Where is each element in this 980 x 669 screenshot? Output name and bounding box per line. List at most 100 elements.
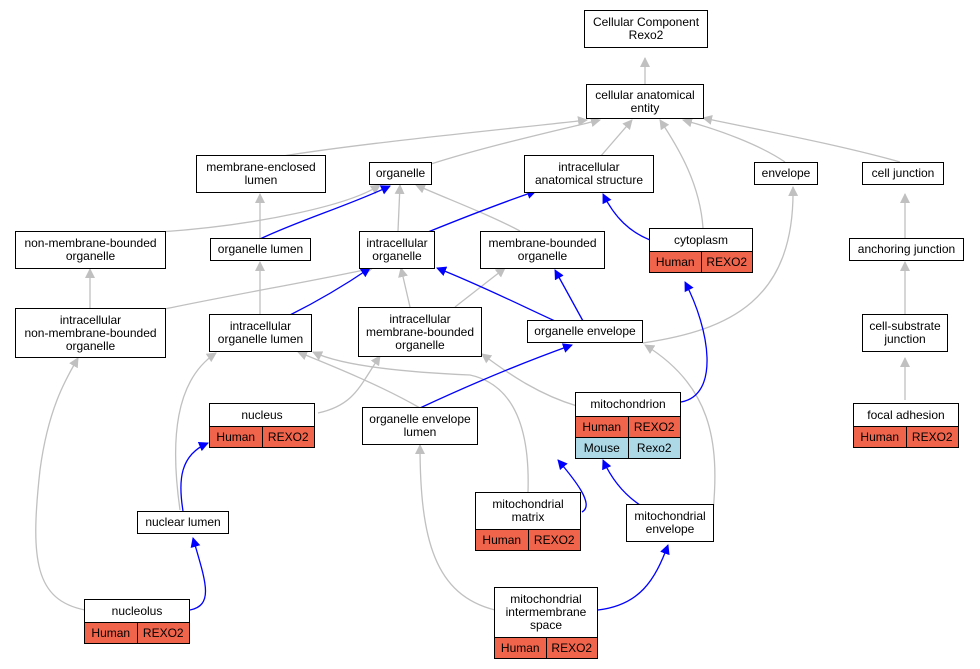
species-cell: Human: [854, 427, 906, 447]
edge-mis-oel: [415, 444, 496, 611]
edge-cyto-cae: [659, 119, 704, 229]
edge-mm-mito: [557, 459, 587, 513]
human-annotation-row: Human REXO2: [650, 251, 752, 272]
edge-oe-env: [642, 186, 799, 344]
node-label: organelle lumen: [217, 242, 304, 256]
node-label: organelle: [375, 166, 426, 180]
node-organelle-lumen[interactable]: organelle lumen: [210, 238, 311, 261]
node-non-membrane-bounded-organelle[interactable]: non-membrane-bounded organelle: [15, 231, 166, 269]
edge-oe-io: [436, 266, 556, 322]
species-cell: Human: [476, 530, 528, 550]
node-membrane-enclosed-lumen[interactable]: membrane-enclosed lumen: [196, 155, 326, 193]
node-label: membrane-enclosed lumen: [206, 160, 316, 187]
edge-mm-iol: [312, 351, 529, 493]
node-label: mitochondrion: [590, 397, 666, 411]
node-mitochondrion[interactable]: mitochondrion Human REXO2 Mouse Rexo2: [575, 392, 681, 459]
node-intracellular-non-membrane-bounded-organelle[interactable]: intracellular non-membrane-bounded organ…: [15, 308, 166, 358]
species-cell: Human: [210, 427, 262, 447]
node-label: nuclear lumen: [145, 515, 221, 529]
node-envelope[interactable]: envelope: [754, 162, 818, 185]
edge-cyto-ias: [602, 193, 651, 241]
node-label: organelle envelope lumen: [369, 412, 471, 439]
edge-mito-imbo: [481, 353, 578, 407]
node-label: intracellular organelle: [366, 236, 428, 263]
node-intracellular-organelle[interactable]: intracellular organelle: [359, 231, 435, 269]
node-intracellular-anatomical-structure[interactable]: intracellular anatomical structure: [524, 155, 654, 193]
edge-mis-me: [597, 544, 670, 611]
node-nuclear-lumen[interactable]: nuclear lumen: [137, 511, 229, 534]
node-anchoring-junction[interactable]: anchoring junction: [849, 238, 964, 261]
node-cytoplasm[interactable]: cytoplasm Human REXO2: [649, 228, 753, 273]
edge-nmbo-org: [159, 184, 381, 233]
node-label: organelle envelope: [534, 324, 636, 338]
species-cell: Human: [85, 623, 137, 643]
human-annotation-row: Human REXO2: [576, 416, 680, 437]
human-annotation-row: Human REXO2: [476, 529, 580, 550]
node-label: mitochondrial intermembrane space: [505, 592, 587, 632]
species-cell: Human: [650, 252, 701, 272]
node-cellular-anatomical-entity[interactable]: cellular anatomical entity: [586, 84, 704, 119]
node-membrane-bounded-organelle[interactable]: membrane-bounded organelle: [480, 231, 605, 269]
node-label: intracellular non-membrane-bounded organ…: [24, 312, 157, 353]
node-intracellular-membrane-bounded-organelle[interactable]: intracellular membrane-bounded organelle: [358, 307, 482, 357]
edge-nuco-nl: [189, 537, 207, 611]
edge-env-cae: [682, 117, 786, 163]
node-mitochondrial-envelope[interactable]: mitochondrial envelope: [626, 504, 714, 542]
edge-ias-cae: [599, 119, 633, 158]
node-label: mitochondrial envelope: [634, 509, 706, 536]
node-label: intracellular organelle lumen: [217, 319, 304, 346]
edge-inmbo-io: [159, 265, 374, 311]
node-label: cell-substrate junction: [869, 319, 941, 346]
node-cell-substrate-junction[interactable]: cell-substrate junction: [862, 314, 948, 352]
human-annotation-row: Human REXO2: [854, 426, 958, 447]
node-mitochondrial-matrix[interactable]: mitochondrial matrix Human REXO2: [475, 492, 581, 551]
node-focal-adhesion[interactable]: focal adhesion Human REXO2: [853, 403, 959, 448]
edge-org-cae: [427, 117, 601, 166]
edge-mito-cyto: [680, 281, 708, 403]
node-cell-junction[interactable]: cell junction: [862, 162, 944, 185]
node-label: intracellular membrane-bounded organelle: [365, 311, 475, 352]
gene-cell: REXO2: [527, 530, 580, 550]
node-label: cytoplasm: [673, 232, 729, 247]
node-label: Cellular Component Rexo2: [592, 15, 700, 42]
gene-cell: REXO2: [545, 638, 597, 658]
node-label: membrane-bounded organelle: [488, 236, 597, 263]
edge-me-mito: [602, 459, 641, 506]
node-label: mitochondrial matrix: [492, 497, 564, 524]
edge-mbo-org: [415, 184, 521, 232]
node-organelle-envelope-lumen[interactable]: organelle envelope lumen: [362, 407, 478, 445]
node-label: intracellular anatomical structure: [534, 160, 644, 187]
node-intracellular-organelle-lumen[interactable]: intracellular organelle lumen: [209, 314, 312, 352]
edge-io-org: [394, 184, 405, 232]
node-mitochondrial-intermembrane-space[interactable]: mitochondrial intermembrane space Human …: [494, 587, 598, 659]
human-annotation-row: Human REXO2: [495, 637, 597, 658]
node-label: cellular anatomical entity: [595, 87, 695, 115]
node-label: envelope: [761, 166, 811, 180]
edge-ol-org: [259, 185, 391, 240]
edge-imbo-mbo: [454, 267, 506, 308]
gene-cell: REXO2: [627, 417, 680, 437]
node-label: nucleus: [241, 407, 283, 422]
node-label: anchoring junction: [857, 242, 956, 256]
edge-nl-iol: [174, 352, 217, 511]
edge-oel-iol: [297, 350, 421, 409]
human-annotation-row: Human REXO2: [210, 426, 314, 447]
node-organelle[interactable]: organelle: [369, 162, 432, 185]
node-nucleolus[interactable]: nucleolus Human REXO2: [84, 599, 190, 644]
edge-mel-cae: [259, 116, 588, 161]
gene-cell: REXO2: [700, 252, 752, 272]
gene-cell: Rexo2: [627, 438, 680, 458]
edge-nuc-iol: [317, 355, 381, 414]
node-label: nucleolus: [111, 603, 163, 618]
node-label: focal adhesion: [867, 407, 945, 422]
gene-cell: REXO2: [905, 427, 958, 447]
node-organelle-envelope[interactable]: organelle envelope: [527, 320, 643, 343]
edge-iol-io: [289, 267, 371, 316]
gene-cell: REXO2: [136, 623, 189, 643]
node-nucleus[interactable]: nucleus Human REXO2: [209, 403, 315, 448]
edge-nl-nuc: [180, 441, 209, 512]
species-cell: Human: [495, 638, 546, 658]
node-label: cell junction: [871, 166, 935, 180]
node-cellular-component-rexo2[interactable]: Cellular Component Rexo2: [584, 10, 708, 48]
